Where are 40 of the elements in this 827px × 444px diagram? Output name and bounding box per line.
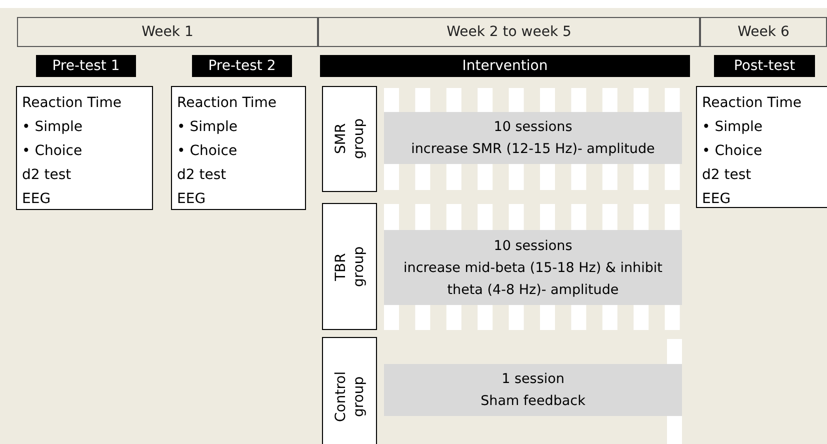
week-header: Week 6 [700,17,827,47]
phase-label-bar: Pre-test 1 [36,55,136,77]
week-header: Week 1 [17,17,318,47]
measure-text: • Choice [702,142,764,161]
session-bar [384,230,682,305]
measures-box [171,86,306,210]
measure-text: • Simple [702,118,764,137]
measure-text: Reaction Time [22,94,123,113]
group-label: SMR group [332,118,368,162]
measure-text: Reaction Time [702,94,803,113]
measure-text: d2 test [22,166,72,185]
phase-label-bar: Intervention [320,55,690,77]
group-label-box [322,86,377,192]
phase-label-bar: Post-test [714,55,815,77]
measure-text: • Simple [177,118,239,137]
phase-label-bar: Pre-test 2 [192,55,292,77]
measure-text: EEG [702,190,732,209]
session-text: 1 session [502,370,564,389]
measures-box [696,86,827,208]
session-bar [384,112,682,164]
measure-text: • Simple [22,118,84,137]
session-bar [384,364,682,416]
group-label-box [322,203,377,330]
measure-text: • Choice [22,142,84,161]
measure-text: EEG [177,190,207,209]
measure-text: EEG [22,190,52,209]
measure-text: d2 test [177,166,228,185]
week-header: Week 2 to week 5 [318,17,700,47]
measure-text: d2 test [702,166,752,185]
group-label: TBR group [332,245,368,289]
group-label-box [322,337,377,444]
measures-box [16,86,153,210]
measure-text: • Choice [177,142,238,161]
session-text: Sham feedback [480,392,586,411]
session-text: increase mid-beta (15-18 Hz) & inhibit theta (4-8 Hz)- amplitude [402,258,664,300]
session-text: 10 sessions [494,236,572,256]
session-text: increase SMR (12-15 Hz)- amplitude [411,140,655,159]
session-text: 10 sessions [494,118,572,137]
group-label: Control group [332,370,368,424]
measure-text: Reaction Time [177,94,278,113]
